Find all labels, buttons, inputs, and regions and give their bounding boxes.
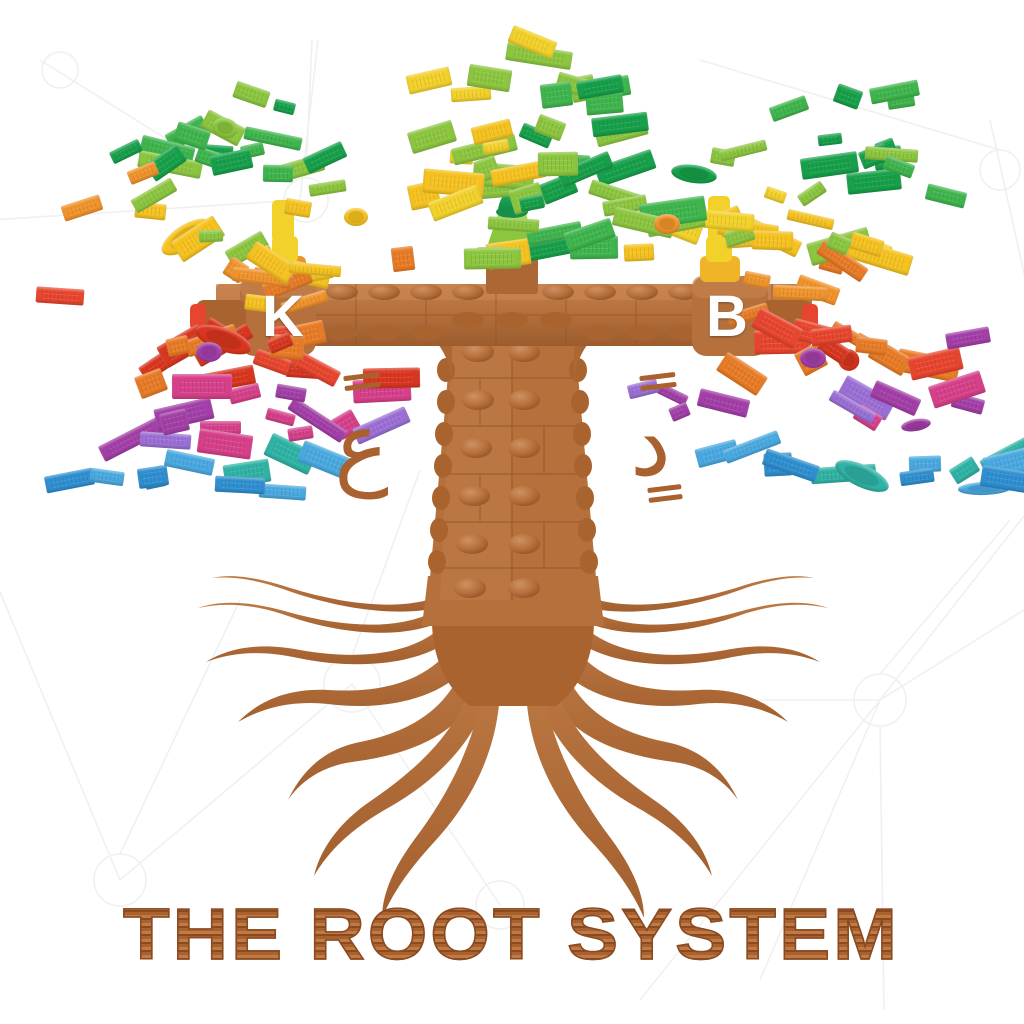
arabic-glyph-ain: ع bbox=[334, 400, 389, 492]
page-title: THE ROOT SYSTEM bbox=[0, 894, 1024, 976]
arabic-glyph-dal: د bbox=[630, 398, 671, 490]
trunk-column bbox=[428, 330, 598, 600]
left-node-badge-letter: K bbox=[262, 284, 304, 349]
page-title-text: THE ROOT SYSTEM bbox=[123, 894, 901, 976]
right-node-badge: B bbox=[706, 288, 748, 346]
left-node-badge: K bbox=[262, 288, 304, 346]
root-system bbox=[198, 576, 828, 918]
connector-left-peg bbox=[266, 200, 306, 282]
arabic-glyph-dal-char: د bbox=[630, 390, 671, 497]
crown-tip bbox=[486, 186, 538, 250]
trunk-studs bbox=[428, 342, 598, 598]
right-node-badge-letter: B bbox=[706, 284, 748, 349]
arabic-glyph-ain-char: ع bbox=[334, 392, 389, 499]
connector-right-peg bbox=[700, 196, 740, 282]
